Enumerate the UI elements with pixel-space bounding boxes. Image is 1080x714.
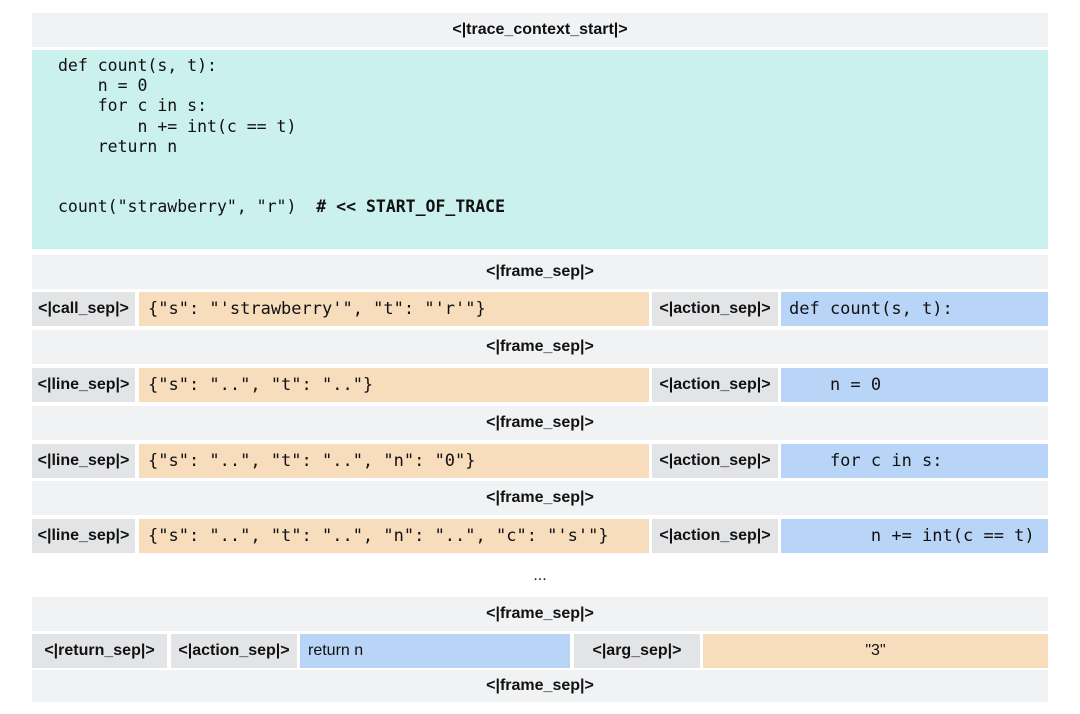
action-sep-token: <|action_sep|> (652, 368, 778, 402)
context-code-block: def count(s, t): n = 0 for c in s: n += … (32, 50, 1048, 249)
frame-sep: <|frame_sep|> (32, 670, 1048, 702)
trace-context-start-header: <|trace_context_start|> (32, 13, 1048, 47)
ctx-call-text: count("strawberry", "r") (58, 197, 317, 217)
frame-state: {"s": "..", "t": "..", "n": "..", "c": "… (139, 519, 649, 553)
line-sep-token: <|line_sep|> (32, 444, 135, 478)
start-of-trace-marker: # << START_OF_TRACE (316, 197, 506, 217)
frame-sep: <|frame_sep|> (32, 406, 1048, 440)
ctx-line-1: def count(s, t): (58, 56, 217, 75)
frame-state: {"s": "'strawberry'", "t": "'r'"} (139, 292, 649, 326)
ctx-blank-2 (58, 177, 1048, 197)
frame-state: {"s": "..", "t": "..", "n": "0"} (139, 444, 649, 478)
frame-code: n = 0 (781, 368, 1048, 402)
arg-sep-token: <|arg_sep|> (574, 634, 700, 668)
action-sep-token: <|action_sep|> (652, 444, 778, 478)
line-sep-token: <|line_sep|> (32, 368, 135, 402)
return-arg-value: "3" (703, 634, 1048, 668)
ctx-line-5: return n (58, 136, 178, 156)
frame-sep: <|frame_sep|> (32, 330, 1048, 364)
frame-code: def count(s, t): (781, 292, 1048, 326)
return-code: return n (300, 634, 570, 668)
frame-code: for c in s: (781, 444, 1048, 478)
frame-sep: <|frame_sep|> (32, 597, 1048, 631)
ctx-line-3: for c in s: (58, 96, 208, 116)
ctx-call-line: count("strawberry", "r") # << START_OF_T… (58, 197, 1048, 217)
line-sep-token: <|line_sep|> (32, 519, 135, 553)
ellipsis: ... (533, 567, 547, 584)
ctx-blank-1 (58, 157, 1048, 177)
frame-sep: <|frame_sep|> (32, 255, 1048, 289)
frame-sep: <|frame_sep|> (32, 481, 1048, 515)
frame-state: {"s": "..", "t": ".."} (139, 368, 649, 402)
action-sep-token: <|action_sep|> (652, 292, 778, 326)
action-sep-token: <|action_sep|> (171, 634, 297, 668)
ctx-line-4: n += int(c == t) (58, 116, 297, 136)
call-sep-token: <|call_sep|> (32, 292, 135, 326)
frame-code: n += int(c == t) (781, 519, 1048, 553)
return-sep-token: <|return_sep|> (32, 634, 167, 668)
action-sep-token: <|action_sep|> (652, 519, 778, 553)
ctx-line-2: n = 0 (58, 76, 148, 96)
